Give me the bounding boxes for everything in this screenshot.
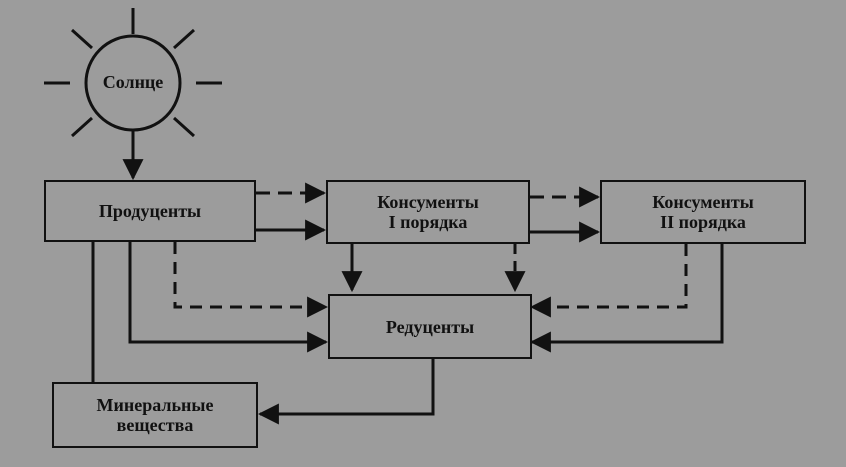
consumers2-label-line1: Консументы xyxy=(652,192,754,212)
producers-box: Продуценты xyxy=(44,180,256,242)
arrow-decomposers-minerals xyxy=(257,359,435,425)
decomposers-label: Редуценты xyxy=(385,316,475,337)
decomposers-box: Редуценты xyxy=(328,294,532,359)
consumers1-label-line1: Консументы xyxy=(377,192,479,212)
minerals-box: Минеральные вещества xyxy=(52,382,258,448)
consumers2-box: Консументы II порядка xyxy=(600,180,806,244)
producers-label: Продуценты xyxy=(98,201,202,221)
arrow-consumers2-decomposers-dashed xyxy=(529,244,688,318)
arrow-producers-decomposers-dashed xyxy=(173,242,329,318)
minerals-label-line1: Минеральные xyxy=(96,395,214,415)
sun-label: Солнце xyxy=(102,72,164,92)
arrow-producers-decomposers-solid xyxy=(128,242,329,353)
consumers2-label-line2: II порядка xyxy=(660,212,746,232)
minerals-label-line2: вещества xyxy=(116,415,194,435)
arrow-consumers2-decomposers-solid xyxy=(529,244,724,353)
consumers1-box: Консументы I порядка xyxy=(326,180,530,244)
consumers1-label-line2: I порядка xyxy=(388,212,468,232)
